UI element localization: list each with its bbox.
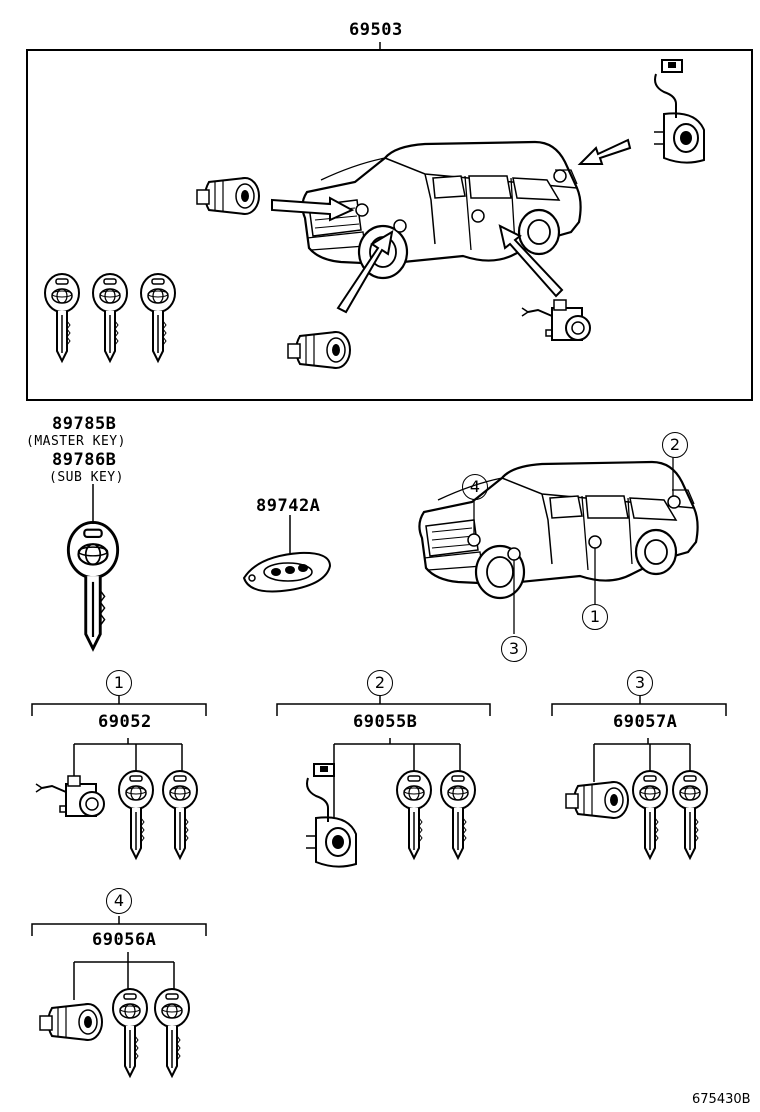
location-marker-3: 3 xyxy=(501,636,527,662)
kit-2-ref: 2 xyxy=(367,670,393,696)
kit-3-illustration xyxy=(565,738,708,859)
kit-3-part-number: 69057A xyxy=(613,712,678,732)
kit-key-3 xyxy=(140,273,176,362)
master-key-part-number: 89785B xyxy=(52,414,117,434)
kit-4-ref: 4 xyxy=(106,888,132,914)
location-marker-4: 4 xyxy=(462,474,488,500)
master-key-description: (MASTER KEY) xyxy=(26,434,126,449)
back-door-cylinder-illustration xyxy=(653,59,705,164)
kit-1-illustration xyxy=(35,738,198,859)
reference-car-illustration xyxy=(418,460,699,600)
door-lock-cylinder-left-illustration xyxy=(196,177,260,215)
kit-4-part-number: 69056A xyxy=(92,930,157,950)
location-marker-2: 2 xyxy=(662,432,688,458)
top-car-illustration xyxy=(301,140,582,280)
kit-2-illustration xyxy=(305,738,476,868)
location-arrows xyxy=(271,138,632,314)
kit-brackets xyxy=(31,696,727,936)
location-leaders xyxy=(473,458,674,634)
ignition-switch-illustration xyxy=(521,299,591,341)
kit-2-part-number: 69055B xyxy=(353,712,418,732)
main-kit-part-number: 69503 xyxy=(349,20,403,40)
sub-key-description: (SUB KEY) xyxy=(49,470,124,485)
diagram-id: 675430B xyxy=(692,1092,751,1107)
kit-1-part-number: 69052 xyxy=(98,712,152,732)
sub-key-part-number: 89786B xyxy=(52,450,117,470)
location-marker-1: 1 xyxy=(582,604,608,630)
kit-4-illustration xyxy=(39,952,190,1077)
remote-transmitter-illustration xyxy=(242,515,332,593)
kit-box xyxy=(26,42,753,401)
master-key-illustration xyxy=(66,521,120,651)
kit-3-ref: 3 xyxy=(627,670,653,696)
kit-key-2 xyxy=(92,273,128,362)
kit-key-1 xyxy=(44,273,80,362)
glove-box-cylinder-illustration xyxy=(287,331,351,369)
kit-1-ref: 1 xyxy=(106,670,132,696)
remote-part-number: 89742A xyxy=(256,496,321,516)
